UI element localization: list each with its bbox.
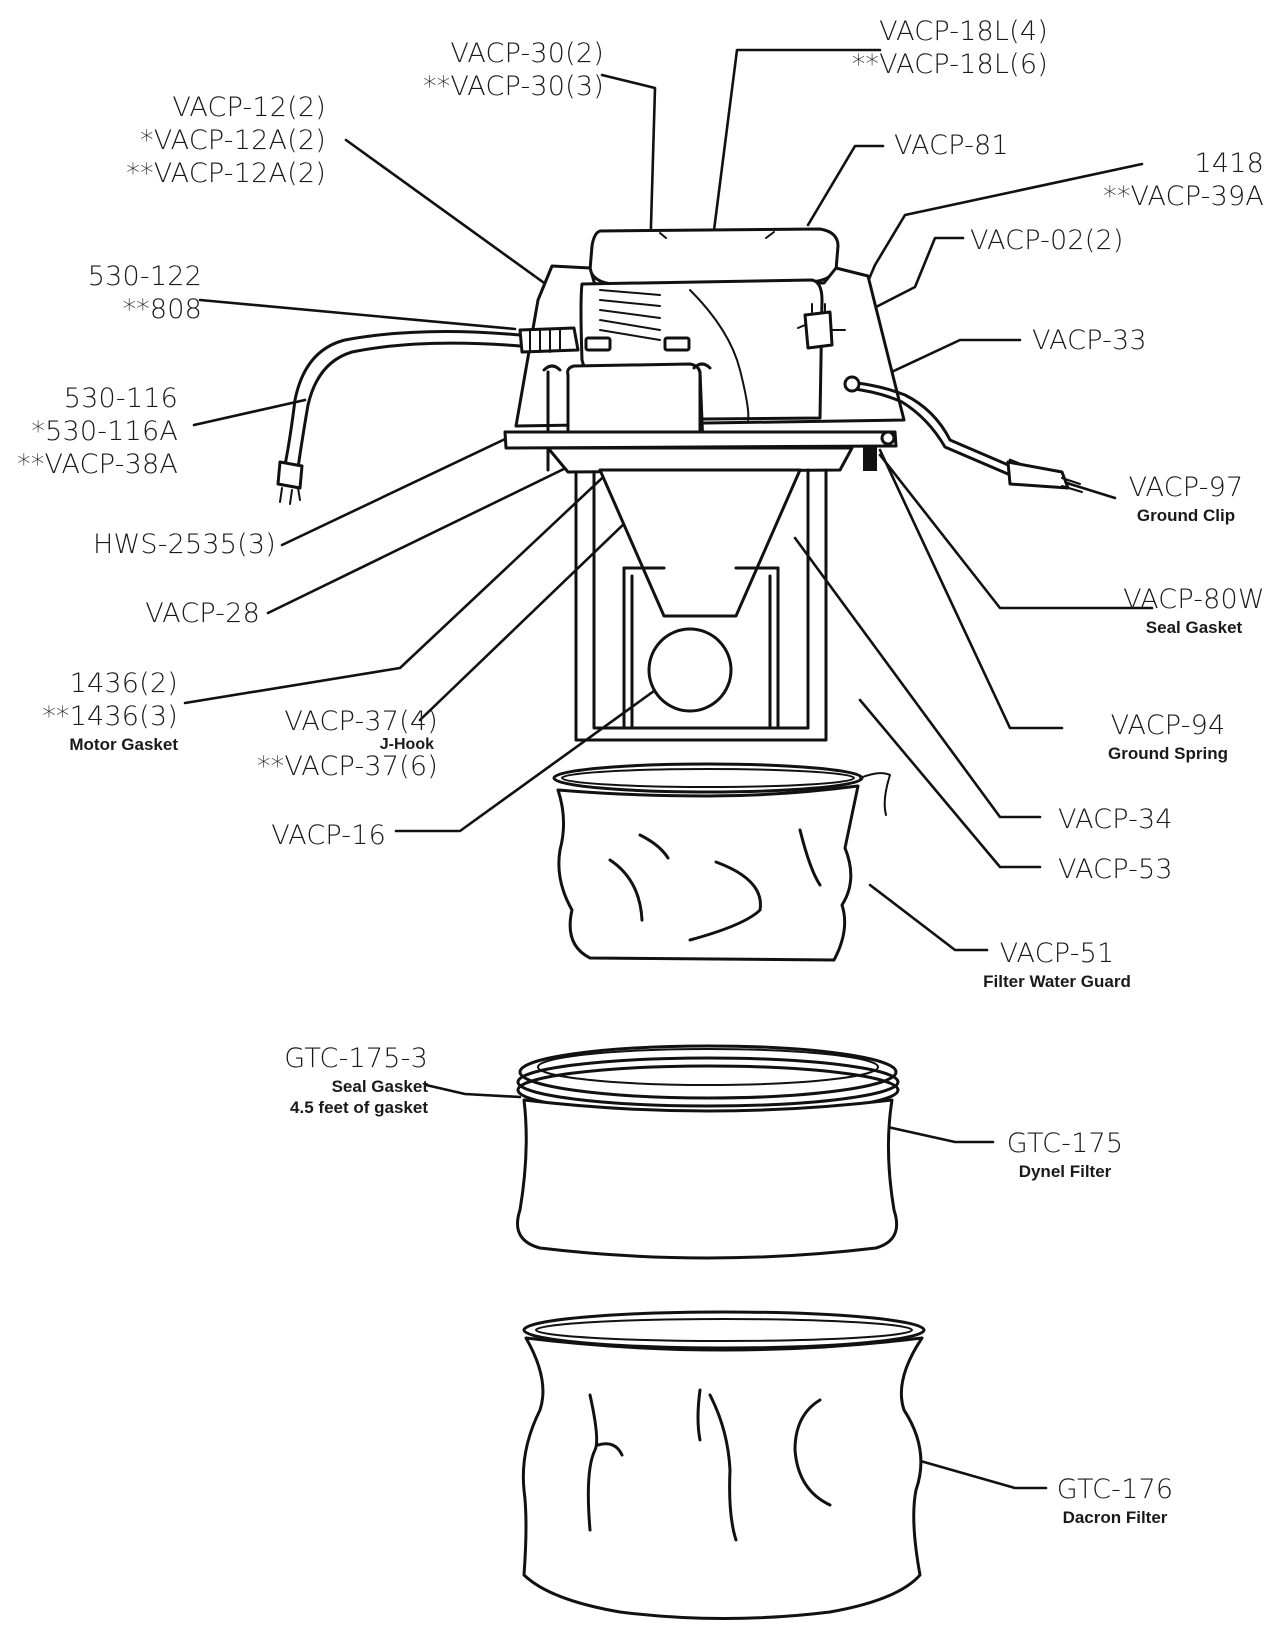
callout-gtc-175-3: GTC-175-3 Seal Gasket 4.5 feet of gasket — [284, 1045, 428, 1120]
part-number: 530-122 — [87, 261, 202, 292]
callout-vacp-18l: VACP-18L(4) **VACP-18L(6) — [852, 18, 1048, 84]
part-number: VACP-12(2) — [172, 92, 326, 123]
part-number: **VACP-37(6) — [256, 751, 438, 782]
callout-530-116: 530-116 *530-116A **VACP-38A — [17, 385, 178, 484]
part-number: 530-116 — [63, 383, 178, 414]
part-number: **VACP-39A — [1103, 181, 1264, 212]
callout-vacp-34: VACP-34 — [1058, 806, 1173, 839]
callout-gtc-175: GTC-175 Dynel Filter — [990, 1130, 1140, 1184]
callout-vacp-80w: VACP-80W Seal Gasket — [1114, 586, 1274, 640]
part-number: **VACP-18L(6) — [851, 49, 1048, 80]
part-number: GTC-175 — [1006, 1128, 1124, 1159]
callout-1436: 1436(2) **1436(3) Motor Gasket — [42, 670, 178, 757]
callout-vacp-81: VACP-81 — [894, 132, 1009, 165]
callout-vacp-33: VACP-33 — [1032, 327, 1147, 360]
part-number: VACP-80W — [1123, 584, 1265, 615]
part-number: VACP-02(2) — [970, 225, 1124, 256]
part-number: **VACP-12A(2) — [126, 158, 326, 189]
part-number: HWS-2535(3) — [92, 529, 276, 560]
motor-head — [514, 227, 1083, 493]
part-number: GTC-175-3 — [284, 1043, 428, 1074]
part-description: Ground Clip — [1136, 506, 1236, 525]
part-number: **VACP-38A — [17, 449, 178, 480]
part-description: 4.5 feet of gasket — [290, 1098, 428, 1117]
part-description: Filter Water Guard — [983, 972, 1131, 991]
callout-vacp-37: VACP-37(4) J-Hook **VACP-37(6) — [257, 708, 438, 786]
part-number: 1418 — [1194, 148, 1264, 179]
float-cage — [574, 468, 828, 742]
callout-vacp-16: VACP-16 — [271, 822, 386, 855]
part-number: VACP-34 — [1058, 804, 1173, 835]
callout-vacp-28: VACP-28 — [145, 600, 260, 633]
part-number: *VACP-12A(2) — [140, 125, 326, 156]
part-number: **1436(3) — [42, 701, 178, 732]
part-description: Seal Gasket — [331, 1077, 428, 1096]
part-description: Dynel Filter — [1018, 1162, 1112, 1181]
part-number: VACP-51 — [999, 938, 1115, 969]
callout-vacp-53: VACP-53 — [1058, 856, 1173, 889]
part-number: **VACP-30(3) — [422, 71, 604, 102]
part-number: VACP-97 — [1128, 472, 1244, 503]
part-description: Motor Gasket — [69, 735, 178, 754]
part-number: VACP-37(4) — [284, 706, 438, 737]
callout-530-122: 530-122 **808 — [88, 263, 202, 329]
part-description: Dacron Filter — [1062, 1508, 1168, 1527]
callout-vacp-02: VACP-02(2) — [970, 227, 1124, 260]
callout-hws-2535: HWS-2535(3) — [93, 531, 276, 564]
part-number: VACP-30(2) — [450, 38, 604, 69]
part-description: Seal Gasket — [1145, 618, 1243, 637]
part-description: Ground Spring — [1108, 744, 1228, 763]
part-number: VACP-16 — [271, 820, 386, 851]
part-number: VACP-33 — [1032, 325, 1147, 356]
part-number: GTC-176 — [1056, 1474, 1174, 1505]
part-number: *530-116A — [31, 416, 178, 447]
filter-water-guard — [552, 762, 891, 962]
part-number: VACP-18L(4) — [879, 16, 1048, 47]
seal-plate — [503, 430, 898, 474]
callout-gtc-176: GTC-176 Dacron Filter — [1040, 1476, 1190, 1530]
callout-vacp-94: VACP-94 Ground Spring — [1080, 712, 1256, 766]
part-number: 1436(2) — [69, 668, 178, 699]
dynel-filter — [516, 1044, 900, 1260]
callout-vacp-30: VACP-30(2) **VACP-30(3) — [423, 40, 604, 106]
part-number: VACP-28 — [145, 598, 260, 629]
power-cord — [276, 330, 522, 505]
part-number: VACP-81 — [894, 130, 1009, 161]
part-number: VACP-94 — [1110, 710, 1226, 741]
callout-vacp-97: VACP-97 Ground Clip — [1116, 474, 1256, 528]
callout-1418: 1418 **VACP-39A — [1103, 150, 1264, 216]
callout-vacp-51: VACP-51 Filter Water Guard — [952, 940, 1162, 994]
dacron-filter — [521, 1310, 926, 1620]
part-number: **808 — [122, 294, 202, 325]
part-number: VACP-53 — [1058, 854, 1173, 885]
callout-vacp-12: VACP-12(2) *VACP-12A(2) **VACP-12A(2) — [126, 94, 326, 193]
part-description: J-Hook — [379, 736, 434, 753]
